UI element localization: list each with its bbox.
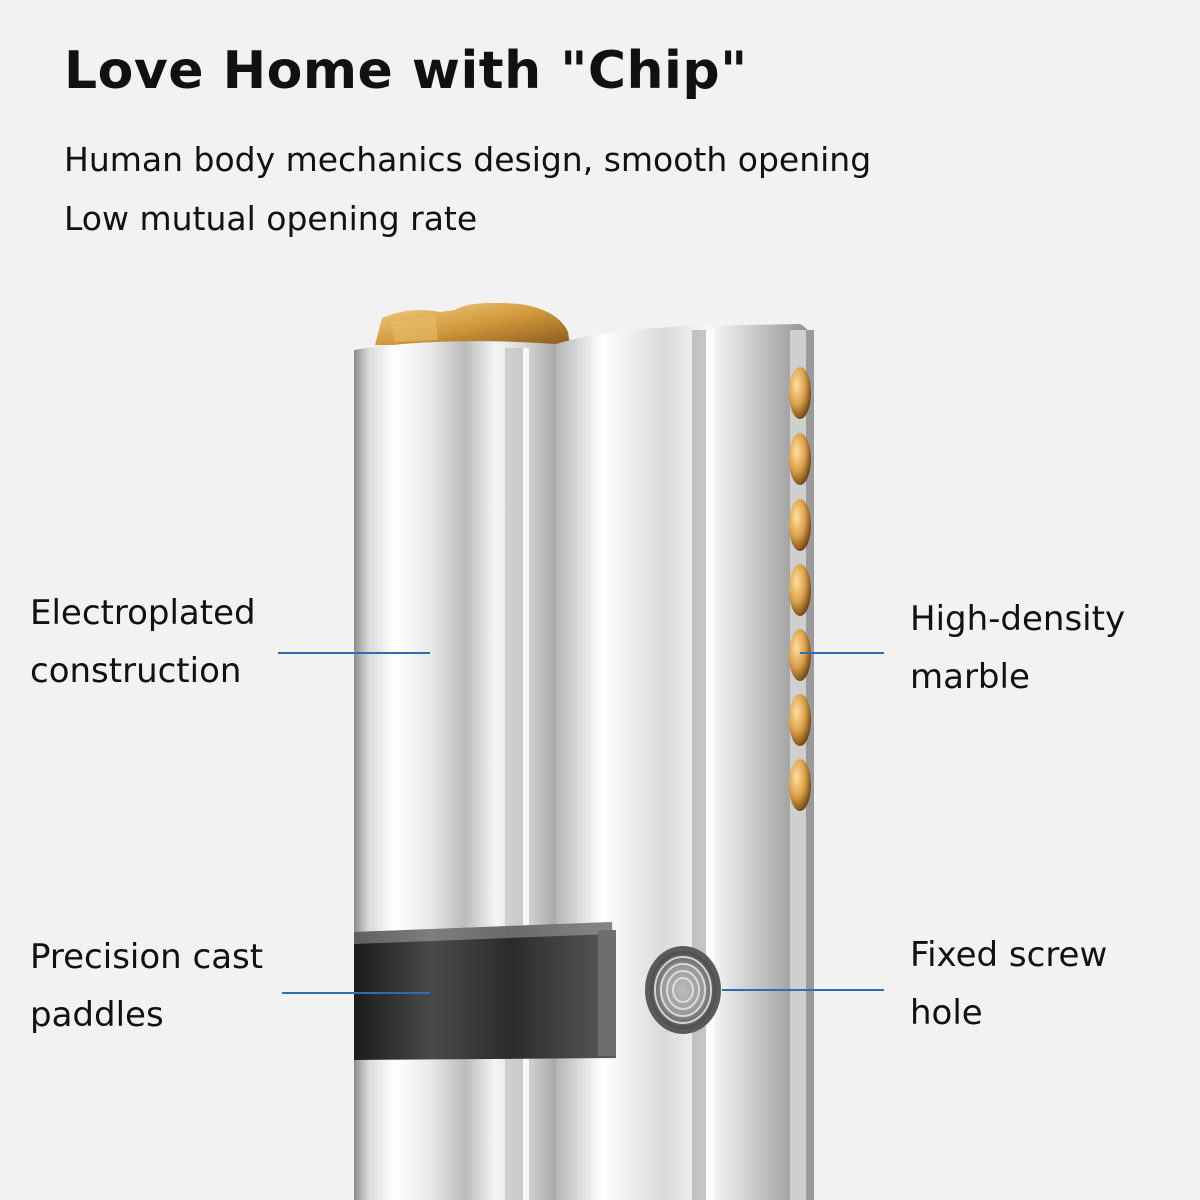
fixed-screw-hole xyxy=(645,946,721,1034)
callout-marble-line2: marble xyxy=(910,657,1030,697)
subtitle-line-1: Human body mechanics design, smooth open… xyxy=(64,140,872,179)
cylinder-right-body xyxy=(556,324,812,1200)
callout-marble-line1: High-density xyxy=(910,599,1126,639)
brass-cam xyxy=(375,302,570,345)
callout-screw: Fixed screw hole xyxy=(910,926,1107,1042)
callout-electroplated: Electroplated construction xyxy=(30,584,256,700)
callout-screw-line1: Fixed screw xyxy=(910,935,1108,975)
leader-lines xyxy=(278,652,884,994)
callout-electroplated-line1: Electroplated xyxy=(30,593,256,633)
callout-screw-line2: hole xyxy=(910,993,983,1033)
page-title: Love Home with "Chip" xyxy=(64,41,748,101)
callout-electroplated-line2: construction xyxy=(30,651,242,691)
callout-precision-line1: Precision cast xyxy=(30,937,264,977)
callout-precision-line2: paddles xyxy=(30,995,164,1035)
precision-cast-paddle xyxy=(354,922,616,1060)
subtitle-line-2: Low mutual opening rate xyxy=(64,199,478,238)
marble-pins xyxy=(789,367,811,811)
callout-marble: High-density marble xyxy=(910,590,1125,706)
callout-precision: Precision cast paddles xyxy=(30,928,263,1044)
